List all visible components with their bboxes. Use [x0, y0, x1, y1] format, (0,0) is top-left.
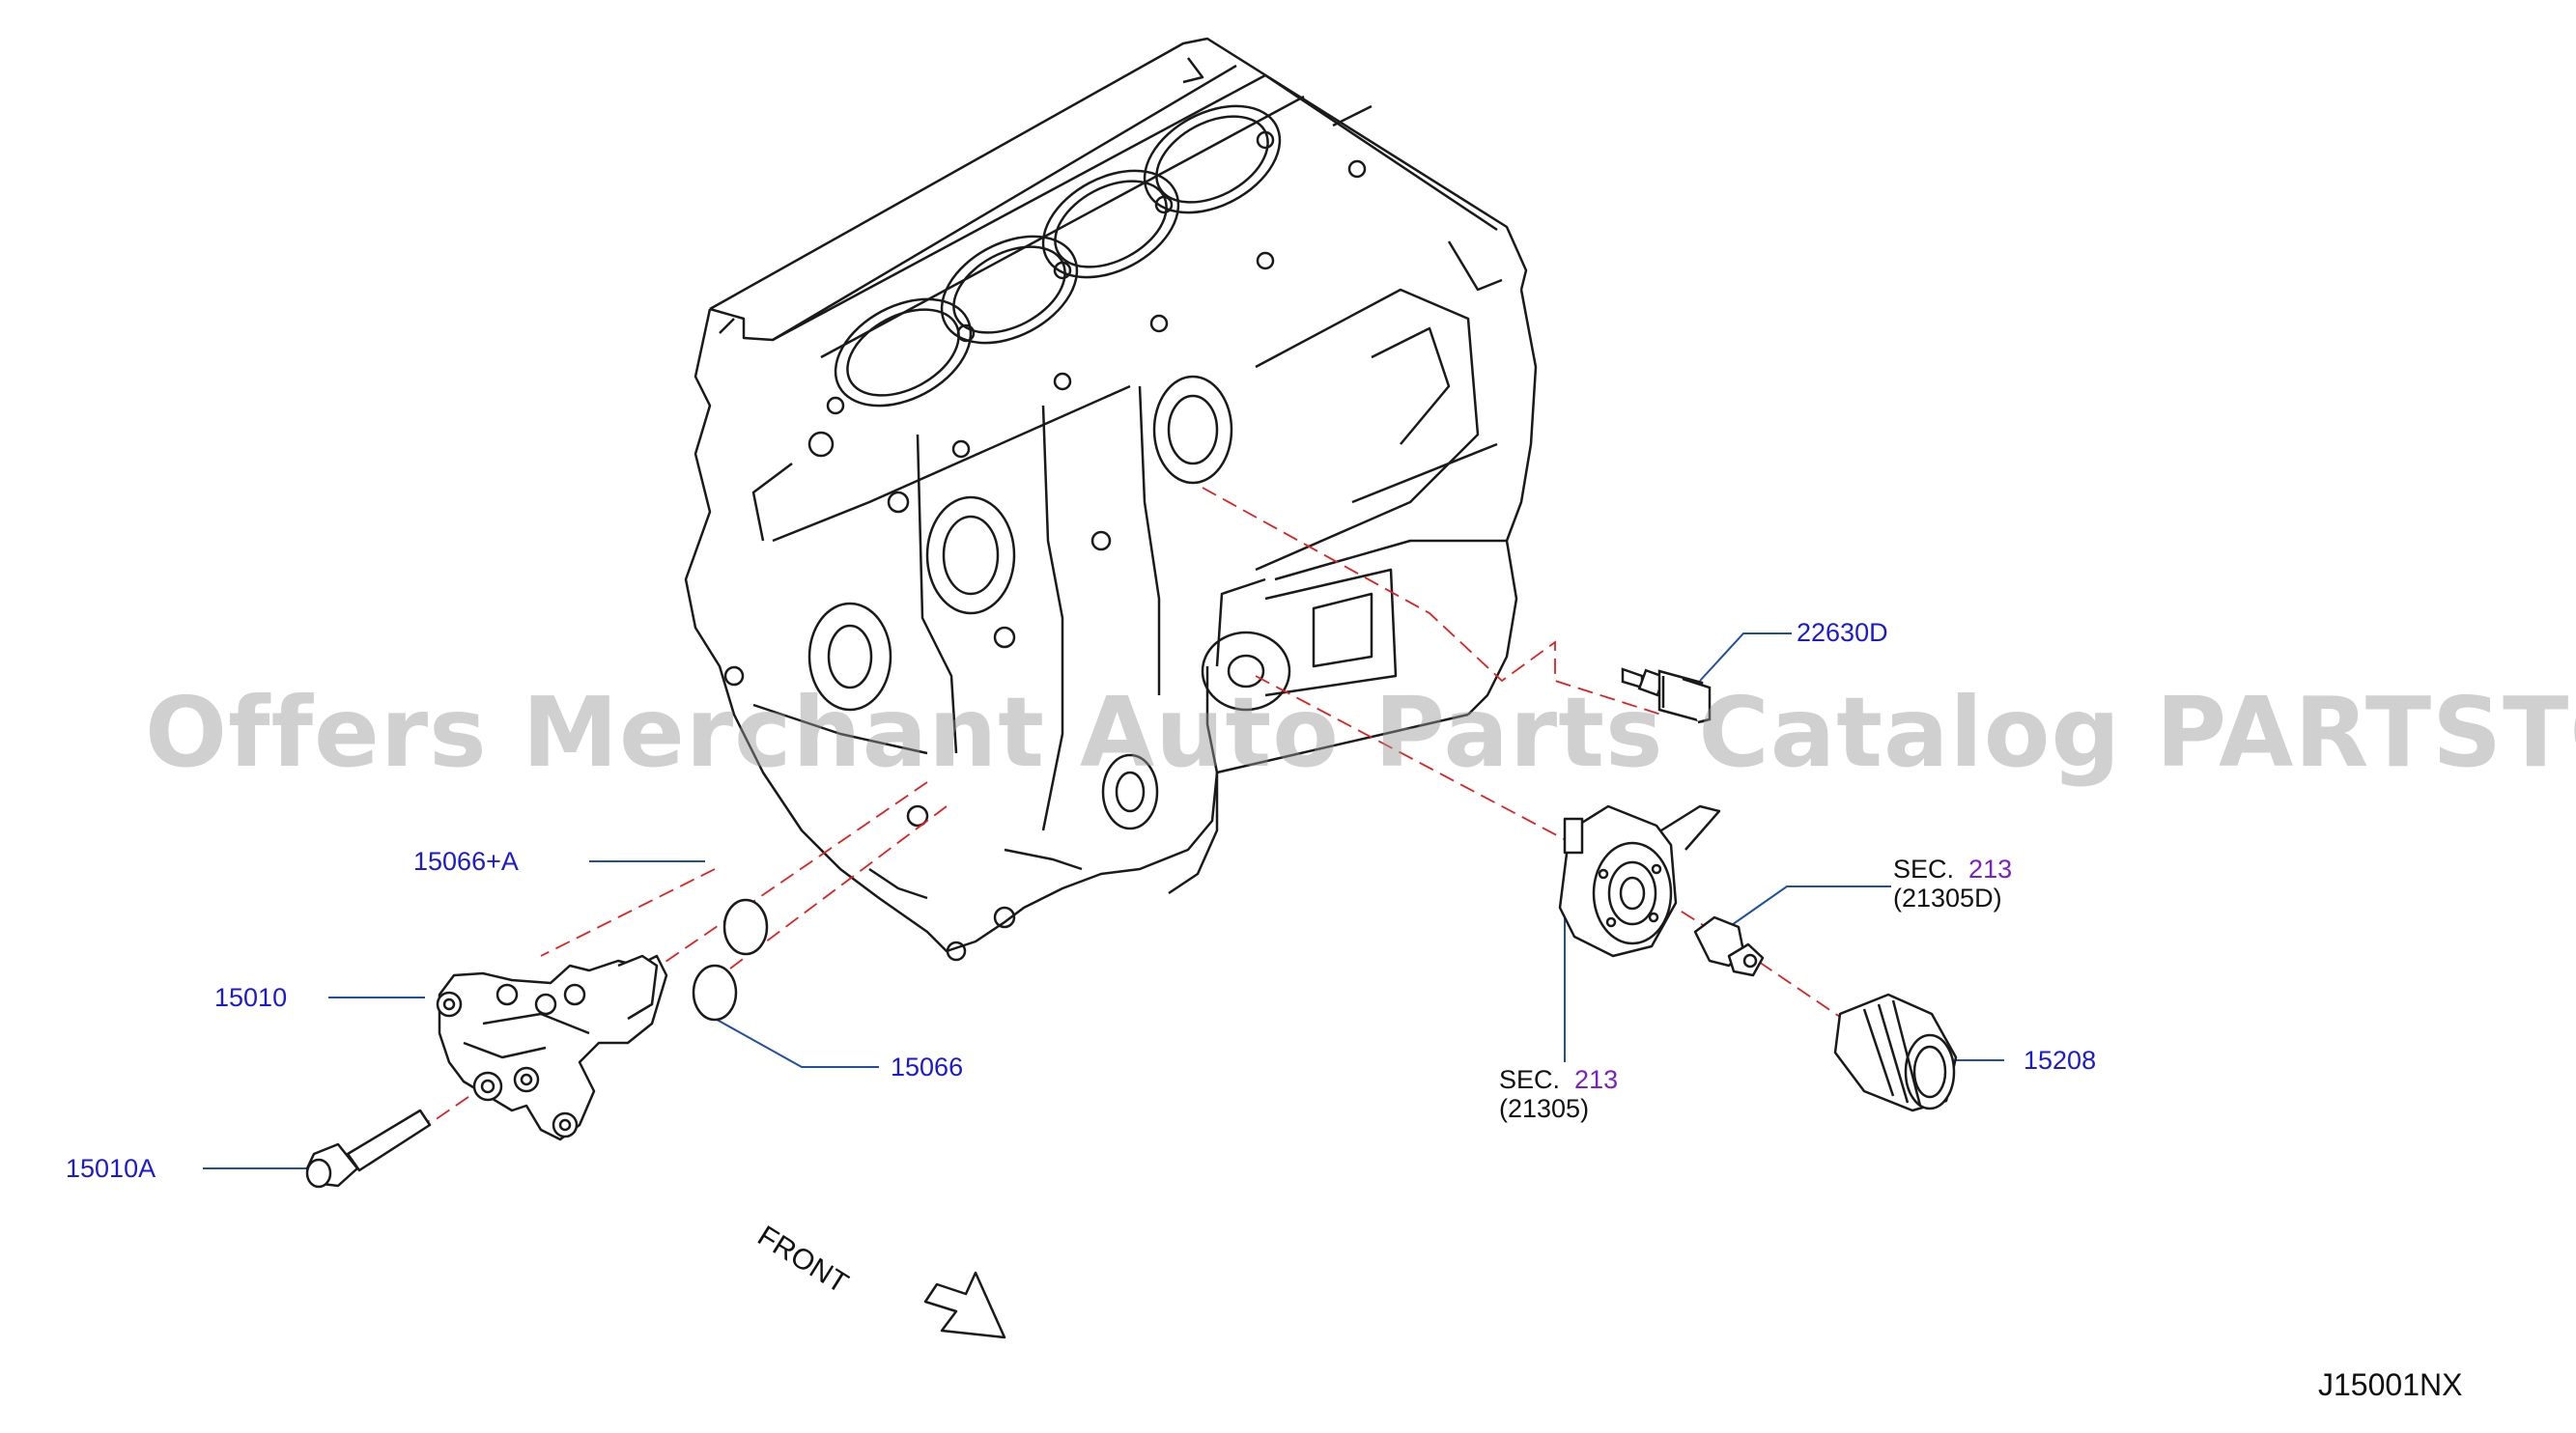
section-number-link[interactable]: 213 — [1968, 855, 2013, 884]
engine-block — [684, 37, 1538, 962]
connector-21305D[interactable] — [1693, 915, 1765, 977]
oil-filter-15208[interactable] — [1833, 993, 1958, 1112]
part-label-15010[interactable]: 15010 — [214, 983, 288, 1012]
section-code: (21305) — [1499, 1094, 1590, 1123]
oil-pressure-sensor-22630D[interactable] — [1621, 667, 1712, 724]
o-ring-15066[interactable] — [692, 964, 738, 1022]
section-number-link[interactable]: 213 — [1574, 1065, 1619, 1094]
section-ref-21305: SEC. 213 (21305) — [1499, 1065, 1618, 1123]
section-ref-21305D: SEC. 213 (21305D) — [1893, 855, 2012, 913]
watermark: Offers Merchant Auto Parts Catalog PARTS… — [145, 676, 2576, 789]
part-label-22630D[interactable]: 22630D — [1797, 618, 1888, 647]
diagram-code: J15001NX — [2318, 1367, 2463, 1402]
section-prefix: SEC. — [1893, 855, 1955, 884]
part-label-15066-plus-a[interactable]: 15066+A — [413, 847, 519, 876]
leader-lines — [203, 632, 2004, 1169]
part-label-15066[interactable]: 15066 — [891, 1053, 964, 1082]
front-direction-arrow — [923, 1271, 1006, 1339]
section-code: (21305D) — [1893, 884, 2002, 913]
oil-pump-15010[interactable] — [436, 954, 668, 1141]
oil-cooler-21305[interactable] — [1558, 804, 1721, 958]
o-ring-15066-plus-a[interactable] — [722, 898, 769, 956]
section-prefix: SEC. — [1499, 1065, 1561, 1094]
part-label-15010A[interactable]: 15010A — [66, 1154, 156, 1183]
bolt-15010A[interactable] — [305, 1109, 432, 1189]
part-label-15208[interactable]: 15208 — [2024, 1046, 2097, 1075]
